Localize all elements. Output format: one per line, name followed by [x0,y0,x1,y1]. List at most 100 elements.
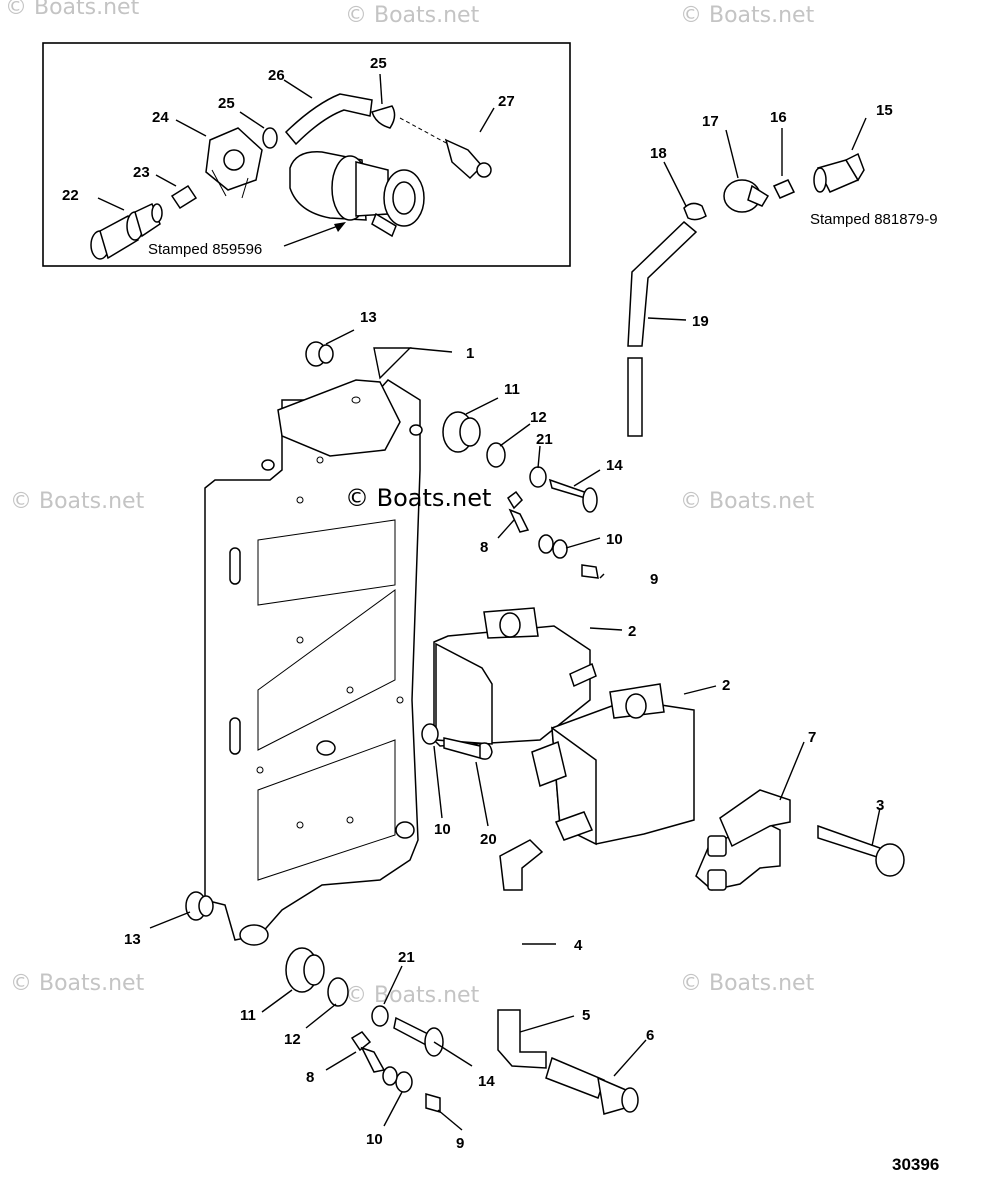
leader-23 [155,174,177,187]
leader-9-top [599,573,605,579]
sensor-group: 15 16 17 18 19 Stamped 881879-9 [627,102,938,437]
callout-14-bottom: 14 [478,1073,495,1090]
part-2-coil-lower-drawing [531,683,695,846]
callout-18: 18 [650,145,667,162]
part-17-clamp-drawing [723,179,770,213]
part-27-fitting-drawing [399,117,492,180]
figure-number: 30396 [892,1155,939,1174]
watermark-mid-right: © Boats.net [680,489,815,514]
sensor-859596-drawing [289,151,425,238]
leader-8-bottom [325,1051,357,1071]
part-23-nut-drawing [170,184,198,210]
part-12-washer-lower [327,977,349,1007]
callout-5: 5 [582,1007,590,1024]
callout-22: 22 [62,187,79,204]
leader-22 [97,197,125,211]
leader-13-bottom [149,911,191,929]
callout-9-top: 9 [650,571,658,588]
leader-10-mid [433,745,443,819]
part-18-clamp-drawing [683,202,707,221]
callout-6: 6 [646,1027,654,1044]
callout-12-top: 12 [530,409,547,426]
part-4-bracket-drawing [204,379,423,946]
leader-6 [613,1039,647,1077]
part-5-elbow-lower-drawing [497,1009,547,1069]
callout-8-bottom: 8 [306,1069,314,1086]
inset-stamp-arrow [283,225,339,247]
leader-8-top [497,519,515,539]
leader-17 [725,129,739,179]
leader-1-shape [373,347,412,380]
leader-13-top [325,329,355,345]
leader-15 [851,117,867,151]
part-10-washer-lower [395,1071,413,1093]
part-22-fitting-drawing [90,202,163,260]
leader-14-top [573,469,601,487]
leader-21-top [537,445,541,469]
leader-10-bottom [383,1091,403,1127]
leader-21-bottom [383,965,403,1005]
callout-13-top: 13 [360,309,377,326]
callout-10-bottom: 10 [366,1131,383,1148]
leader-11-top [465,397,499,415]
part-8-clip-upper [507,490,530,533]
callout-17: 17 [702,113,719,130]
callout-10-top: 10 [606,531,623,548]
callout-15: 15 [876,102,893,119]
part-9-screw-lower [425,1093,441,1113]
part-13-grommet-bottom-drawing [185,891,214,921]
part-21-washer-upper [529,466,547,488]
callout-9-bottom: 9 [456,1135,464,1152]
inset-stamp-arrowhead [334,222,346,232]
callout-7: 7 [808,729,816,746]
watermark-top-center: © Boats.net [345,3,480,28]
part-21-washer-lower [371,1005,389,1027]
watermark-low-left: © Boats.net [10,971,145,996]
inset-frame [42,42,571,267]
callout-24: 24 [152,109,169,126]
leader-11-bottom [261,989,293,1013]
part-15-sensor-drawing [813,152,865,193]
main-leaders [149,329,881,1131]
inset-box: Stamped 859596 22 23 24 25 26 25 27 [42,42,571,267]
callout-11-bottom: 11 [240,1007,256,1024]
part-7-bracket-drawing [695,789,791,891]
part-10-washer-middle [421,723,439,745]
inset-stamp-label: Stamped 859596 [148,241,262,258]
leader-26 [283,79,313,99]
leader-20 [475,761,489,827]
watermark-mid-left: © Boats.net [10,489,145,514]
leader-25-left [239,111,265,129]
callout-14-top: 14 [606,457,623,474]
leader-2-top [589,627,623,631]
part-10-washer-upper [552,539,568,559]
leader-25-right [379,73,383,105]
leader-1 [409,347,453,353]
callout-11-top: 11 [504,381,520,398]
callout-25-right: 25 [370,55,387,72]
callout-25-left: 25 [218,95,235,112]
watermark-low-right: © Boats.net [680,971,815,996]
part-24-housing-drawing [205,127,263,199]
leader-14-bottom [433,1041,473,1067]
center-copyright: © Boats.net [345,484,491,512]
main-callouts: 1 13 11 12 21 14 8 10 9 2 2 7 3 10 20 4 … [124,309,884,1152]
watermark-top-left: © Boats.net [5,0,140,20]
callout-23: 23 [133,164,150,181]
part-20-bolt-drawing [443,737,493,760]
part-8-clip-lower [350,1031,386,1073]
callout-13-bottom: 13 [124,931,141,948]
callout-10-middle: 10 [434,821,451,838]
callout-27: 27 [498,93,515,110]
lower-hardware-drawing [285,947,444,1113]
leader-24 [175,119,207,137]
leader-10-top [565,537,601,549]
part-3-bolt-drawing [817,824,905,877]
sensor-stamp-label: Stamped 881879-9 [810,211,938,228]
callout-12-bottom: 12 [284,1031,301,1048]
leader-12-bottom [305,1003,337,1029]
leader-5 [519,1015,575,1033]
part-5-elbow-upper-drawing [499,839,544,891]
part-9-screw-upper [581,564,599,579]
callout-26: 26 [268,67,285,84]
